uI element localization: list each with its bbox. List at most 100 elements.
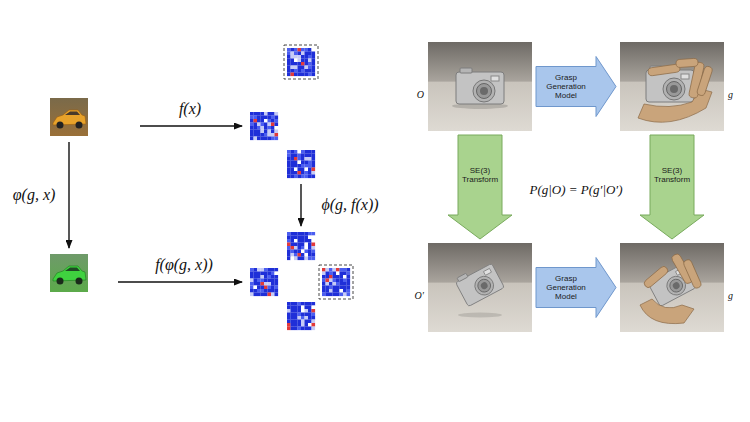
feature-map <box>264 112 268 116</box>
feature-map <box>275 272 279 276</box>
feature-map <box>329 293 333 297</box>
feature-map <box>291 327 295 331</box>
camera-photo <box>428 42 532 131</box>
feature-map <box>301 309 305 313</box>
feature-map <box>326 286 330 290</box>
arrow <box>300 184 301 226</box>
feature-map <box>301 59 305 63</box>
feature-map <box>329 279 333 283</box>
feature-map <box>336 275 340 279</box>
feature-map <box>308 150 312 154</box>
feature-map <box>257 137 261 141</box>
edge-label: Grasp Generation Model <box>540 274 592 302</box>
feature-map <box>275 286 279 290</box>
feature-map <box>294 69 298 73</box>
feature-map <box>333 275 337 279</box>
feature-map <box>326 272 330 276</box>
feature-map <box>308 320 312 324</box>
feature-map <box>291 236 295 240</box>
feature-map <box>305 69 309 73</box>
feature-map <box>287 236 291 240</box>
feature-map <box>347 282 351 286</box>
feature-map <box>250 112 278 140</box>
feature-map <box>312 73 316 77</box>
feature-map <box>312 250 316 254</box>
feature-map <box>250 45 353 330</box>
feature-map <box>271 119 275 123</box>
feature-map <box>305 161 309 165</box>
feature-map <box>301 302 305 306</box>
feature-map <box>287 309 291 313</box>
feature-map <box>268 123 272 127</box>
feature-map <box>343 279 347 283</box>
photo-label: O′ <box>415 291 424 301</box>
feature-map <box>298 157 302 161</box>
feature-map <box>257 293 261 297</box>
feature-map <box>308 323 312 327</box>
feature-map <box>268 112 272 116</box>
feature-map <box>305 250 309 254</box>
feature-map <box>333 293 337 297</box>
feature-map <box>343 286 347 290</box>
feature-map <box>301 52 305 56</box>
feature-map <box>308 164 312 168</box>
feature-map <box>264 275 268 279</box>
feature-map <box>294 59 298 63</box>
feature-map <box>250 268 254 272</box>
feature-map <box>298 320 302 324</box>
feature-map <box>257 275 261 279</box>
feature-map <box>308 313 312 317</box>
feature-map <box>291 161 295 165</box>
transformed-car-image <box>57 278 64 285</box>
grasp-photo <box>638 58 713 122</box>
feature-map <box>294 168 298 172</box>
transformed-grasp-photo <box>643 265 670 289</box>
feature-map <box>301 323 305 327</box>
feature-map <box>294 52 298 56</box>
feature-map <box>326 279 330 283</box>
feature-map <box>322 282 326 286</box>
feature-map <box>271 112 275 116</box>
feature-map <box>294 55 298 59</box>
transformed-camera-photo <box>428 243 532 332</box>
feature-map <box>312 59 316 63</box>
feature-map <box>268 293 272 297</box>
feature-map <box>294 161 298 165</box>
feature-map <box>261 286 265 290</box>
feature-map <box>301 306 305 310</box>
feature-map <box>294 164 298 168</box>
feature-map <box>308 257 312 261</box>
transformed-car-image <box>76 278 83 285</box>
feature-map <box>305 253 309 257</box>
feature-map <box>326 293 330 297</box>
car-image <box>65 112 80 116</box>
feature-map <box>336 293 340 297</box>
car-image <box>50 98 88 136</box>
feature-map <box>301 48 305 52</box>
feature-map <box>261 123 265 127</box>
feature-map <box>291 257 295 261</box>
feature-map <box>291 154 295 158</box>
feature-map <box>294 171 298 175</box>
feature-map <box>291 55 295 59</box>
feature-map <box>294 253 298 257</box>
feature-map <box>298 313 302 317</box>
feature-map <box>312 246 316 250</box>
edge-label: SE(3) Transform <box>651 166 693 184</box>
feature-map <box>287 157 291 161</box>
feature-map <box>271 126 275 130</box>
block-arrow <box>536 57 616 117</box>
feature-map <box>264 293 268 297</box>
feature-map <box>312 239 316 243</box>
feature-map <box>287 73 291 77</box>
feature-map <box>298 62 302 66</box>
feature-map <box>287 55 291 59</box>
feature-map <box>287 59 291 63</box>
feature-map <box>254 289 258 293</box>
feature-map <box>308 239 312 243</box>
feature-map <box>294 62 298 66</box>
edge-label: SE(3) Transform <box>459 166 501 184</box>
feature-map <box>257 268 261 272</box>
feature-map <box>312 48 316 52</box>
feature-map <box>298 171 302 175</box>
